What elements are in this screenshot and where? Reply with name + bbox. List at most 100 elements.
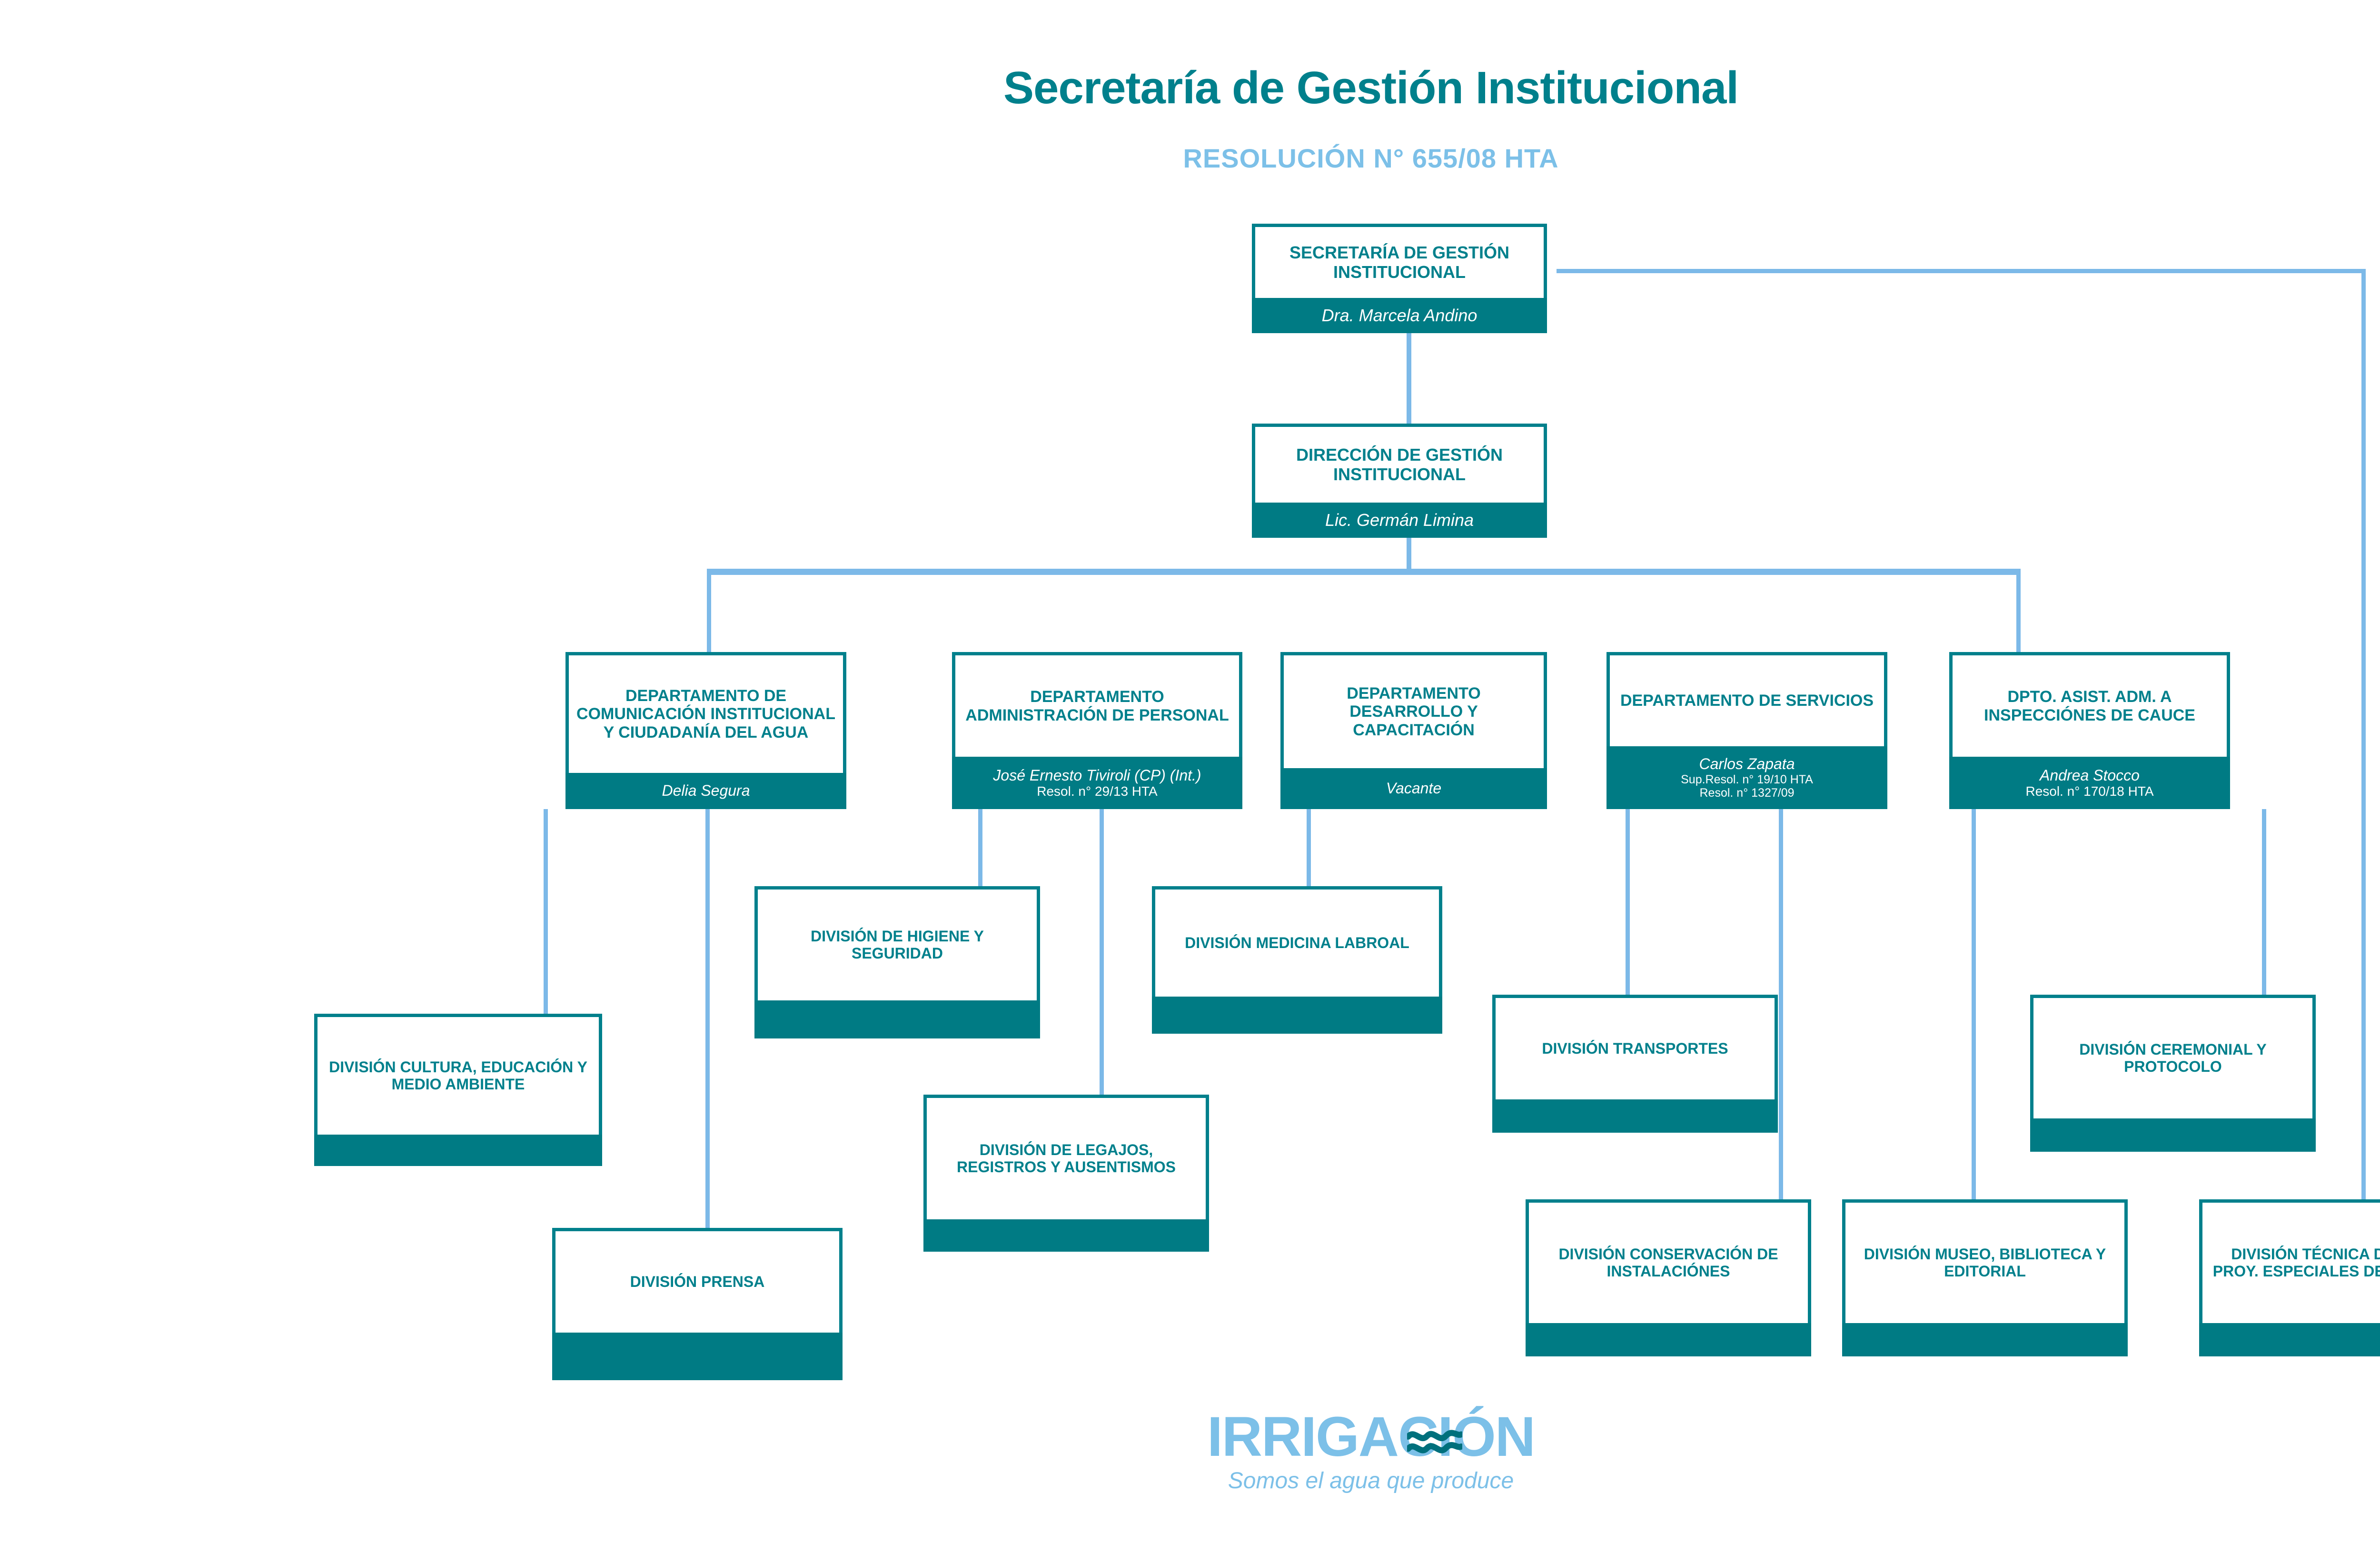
node-div-legajos-head: DIVISIÓN DE LEGAJOS, REGISTROS Y AUSENTI… [923,1095,1209,1219]
node-div-higiene-head: DIVISIÓN DE HIGIENE Y SEGURIDAD [754,886,1040,1000]
node-secretaria[interactable]: SECRETARÍA DE GESTIÓN INSTITUCIONAL Dra.… [1252,224,1547,333]
connector-comunicacion-cultura [544,809,548,1026]
node-direccion[interactable]: DIRECCIÓN DE GESTIÓN INSTITUCIONAL Lic. … [1252,424,1547,538]
logo-tagline: Somos el agua que produce [1228,1468,1514,1493]
node-dept-personal-title: DEPARTAMENTO ADMINISTRACIÓN DE PERSONAL [965,688,1229,724]
node-dept-servicios-resolution2: Resol. n° 1327/09 [1699,786,1795,800]
node-dept-desarrollo-name: Vacante [1386,780,1442,797]
node-dept-desarrollo-title: DEPARTAMENTO DESARROLLO Y CAPACITACIÓN [1347,684,1481,739]
node-div-conservacion-foot [1526,1323,1811,1356]
node-dept-personal-foot: José Ernesto Tiviroli (CP) (Int.) Resol.… [952,757,1242,809]
node-dept-inspecciones-resolution: Resol. n° 170/18 HTA [2025,783,2154,799]
node-div-museo[interactable]: DIVISIÓN MUSEO, BIBLIOTECA Y EDITORIAL [1842,1199,2128,1356]
node-div-conservacion[interactable]: DIVISIÓN CONSERVACIÓN DE INSTALACIÓNES [1526,1199,1811,1356]
connector-servicios-transportes [1626,809,1630,1004]
node-div-prensa[interactable]: DIVISIÓN PRENSA [552,1228,843,1380]
node-dept-inspecciones-foot: Andrea Stocco Resol. n° 170/18 HTA [1949,757,2230,809]
node-dept-inspecciones-head: DPTO. ASIST. ADM. A INSPECCIÓNES DE CAUC… [1949,652,2230,757]
page-subtitle: RESOLUCIÓN N° 655/08 HTA [1183,143,1559,173]
node-div-medicina-head: DIVISIÓN MEDICINA LABROAL [1152,886,1442,997]
node-div-legajos[interactable]: DIVISIÓN DE LEGAJOS, REGISTROS Y AUSENTI… [923,1095,1209,1252]
node-div-prensa-title: DIVISIÓN PRENSA [630,1273,765,1290]
node-direccion-name: Lic. Germán Limina [1325,510,1474,530]
node-div-tecnica-title: DIVISIÓN TÉCNICA DE PROG. Y PROY. ESPECI… [2212,1245,2380,1280]
node-dept-personal-name: José Ernesto Tiviroli (CP) (Int.) [993,766,1201,784]
connector-personal-legajos [1100,809,1104,1097]
connector-secretaria-direccion [1407,333,1411,428]
node-dept-comunicacion[interactable]: DEPARTAMENTO DE COMUNICACIÓN INSTITUCION… [565,652,846,809]
node-dept-comunicacion-name: Delia Segura [662,782,750,800]
node-dept-personal[interactable]: DEPARTAMENTO ADMINISTRACIÓN DE PERSONAL … [952,652,1242,809]
node-div-higiene-title: DIVISIÓN DE HIGIENE Y SEGURIDAD [811,927,984,962]
connector-department-bus [707,569,2021,575]
node-dept-inspecciones-name: Andrea Stocco [2040,766,2140,784]
connector-bus-drop-left [707,569,711,654]
node-div-museo-foot [1842,1323,2128,1356]
node-div-transportes[interactable]: DIVISIÓN TRANSPORTES [1492,995,1778,1133]
node-div-legajos-foot [923,1219,1209,1252]
node-dept-desarrollo-head: DEPARTAMENTO DESARROLLO Y CAPACITACIÓN [1280,652,1547,768]
node-dept-servicios-head: DEPARTAMENTO DE SERVICIOS [1606,652,1887,746]
node-div-cultura-title: DIVISIÓN CULTURA, EDUCACIÓN Y MEDIO AMBI… [329,1058,587,1093]
node-div-cultura-foot [314,1135,602,1166]
node-dept-desarrollo[interactable]: DEPARTAMENTO DESARROLLO Y CAPACITACIÓN V… [1280,652,1547,809]
node-div-ceremonial[interactable]: DIVISIÓN CEREMONIAL Y PROTOCOLO [2030,995,2316,1152]
node-secretaria-name: Dra. Marcela Andino [1321,306,1478,326]
node-div-higiene[interactable]: DIVISIÓN DE HIGIENE Y SEGURIDAD [754,886,1040,1038]
node-secretaria-foot: Dra. Marcela Andino [1252,298,1547,333]
node-div-ceremonial-title: DIVISIÓN CEREMONIAL Y PROTOCOLO [2079,1040,2267,1075]
node-div-cultura-head: DIVISIÓN CULTURA, EDUCACIÓN Y MEDIO AMBI… [314,1014,602,1135]
connector-secretaria-right-vertical [2361,269,2366,1214]
node-dept-inspecciones-title: DPTO. ASIST. ADM. A INSPECCIÓNES DE CAUC… [1984,688,2195,724]
node-dept-servicios-foot: Carlos Zapata Sup.Resol. n° 19/10 HTA Re… [1606,746,1887,809]
connector-secretaria-right-horizontal [1557,269,2366,273]
page-title: Secretaría de Gestión Institucional [1003,62,1739,113]
node-secretaria-title: SECRETARÍA DE GESTIÓN INSTITUCIONAL [1289,243,1510,282]
node-dept-servicios[interactable]: DEPARTAMENTO DE SERVICIOS Carlos Zapata … [1606,652,1887,809]
node-dept-servicios-title: DEPARTAMENTO DE SERVICIOS [1620,692,1874,710]
connector-inspecciones-ceremonial [2262,809,2266,1004]
logo-wordmark: IRRIGACIÓN [1207,1405,1536,1468]
connector-bus-drop-right [2016,569,2021,654]
node-div-cultura[interactable]: DIVISIÓN CULTURA, EDUCACIÓN Y MEDIO AMBI… [314,1014,602,1166]
node-div-ceremonial-head: DIVISIÓN CEREMONIAL Y PROTOCOLO [2030,995,2316,1118]
node-direccion-foot: Lic. Germán Limina [1252,503,1547,538]
node-dept-inspecciones[interactable]: DPTO. ASIST. ADM. A INSPECCIÓNES DE CAUC… [1949,652,2230,809]
node-dept-comunicacion-head: DEPARTAMENTO DE COMUNICACIÓN INSTITUCION… [565,652,846,773]
node-dept-personal-resolution: Resol. n° 29/13 HTA [1037,783,1158,799]
node-dept-personal-head: DEPARTAMENTO ADMINISTRACIÓN DE PERSONAL [952,652,1242,757]
node-div-medicina-foot [1152,997,1442,1034]
node-dept-servicios-resolution: Sup.Resol. n° 19/10 HTA [1681,772,1813,786]
node-div-prensa-head: DIVISIÓN PRENSA [552,1228,843,1333]
water-wave-icon [1407,1430,1462,1453]
node-div-museo-head: DIVISIÓN MUSEO, BIBLIOTECA Y EDITORIAL [1842,1199,2128,1323]
node-div-higiene-foot [754,1000,1040,1038]
connector-personal-medicina [1307,809,1311,895]
node-div-legajos-title: DIVISIÓN DE LEGAJOS, REGISTROS Y AUSENTI… [957,1141,1176,1176]
node-div-tecnica[interactable]: DIVISIÓN TÉCNICA DE PROG. Y PROY. ESPECI… [2199,1199,2380,1356]
irrigacion-logo: IRRIGACIÓN Somos el agua que produce [0,1409,2380,1494]
node-secretaria-head: SECRETARÍA DE GESTIÓN INSTITUCIONAL [1252,224,1547,298]
node-div-conservacion-head: DIVISIÓN CONSERVACIÓN DE INSTALACIÓNES [1526,1199,1811,1323]
node-div-medicina[interactable]: DIVISIÓN MEDICINA LABROAL [1152,886,1442,1034]
node-div-transportes-title: DIVISIÓN TRANSPORTES [1542,1039,1728,1057]
node-direccion-head: DIRECCIÓN DE GESTIÓN INSTITUCIONAL [1252,424,1547,503]
connector-comunicacion-prensa [705,809,710,1240]
node-div-transportes-head: DIVISIÓN TRANSPORTES [1492,995,1778,1099]
node-div-ceremonial-foot [2030,1118,2316,1152]
node-dept-desarrollo-foot: Vacante [1280,768,1547,809]
connector-personal-higiene [978,809,982,895]
node-dept-comunicacion-foot: Delia Segura [565,773,846,809]
node-div-tecnica-head: DIVISIÓN TÉCNICA DE PROG. Y PROY. ESPECI… [2199,1199,2380,1323]
node-direccion-title: DIRECCIÓN DE GESTIÓN INSTITUCIONAL [1296,445,1503,484]
node-div-conservacion-title: DIVISIÓN CONSERVACIÓN DE INSTALACIÓNES [1558,1245,1778,1280]
connector-servicios-conservacion [1779,809,1783,1204]
node-dept-servicios-name: Carlos Zapata [1699,755,1795,773]
connector-direccion-stem [1407,538,1411,571]
node-div-prensa-foot [552,1333,843,1380]
node-div-tecnica-foot [2199,1323,2380,1356]
connector-inspecciones-museo [1972,809,1976,1204]
node-div-medicina-title: DIVISIÓN MEDICINA LABROAL [1185,934,1409,951]
node-div-transportes-foot [1492,1099,1778,1133]
node-div-museo-title: DIVISIÓN MUSEO, BIBLIOTECA Y EDITORIAL [1864,1245,2106,1280]
